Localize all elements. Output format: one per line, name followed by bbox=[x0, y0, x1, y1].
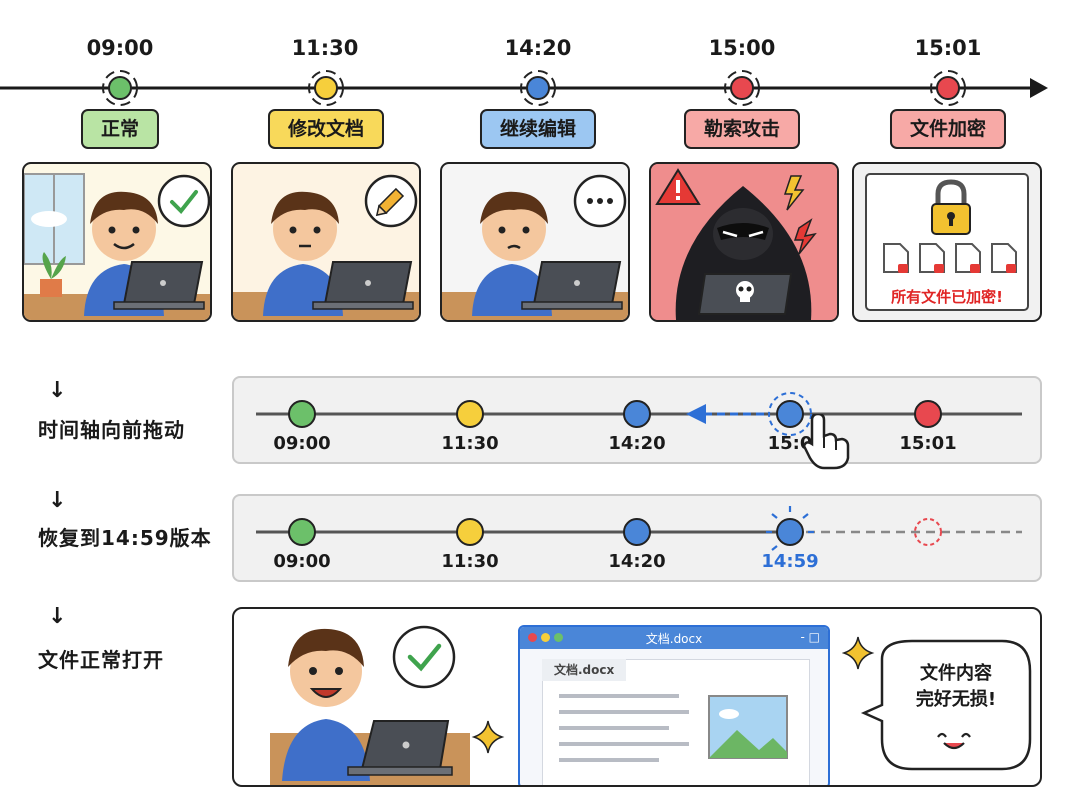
track1-node-0 bbox=[289, 401, 315, 427]
track2-time-1459: 14:59 bbox=[750, 551, 830, 572]
locked-file-icon bbox=[992, 244, 1016, 273]
window-title: 文档.docx bbox=[520, 630, 828, 647]
image-placeholder-icon bbox=[709, 696, 787, 758]
laptop-icon bbox=[313, 262, 413, 309]
sparkle-icon bbox=[844, 637, 872, 669]
tag-file-encrypted: 文件加密 bbox=[890, 109, 1006, 149]
smiley-face-icon bbox=[932, 729, 980, 753]
document-page: 文档.docx bbox=[542, 659, 810, 787]
step-arrow-3: ↓ bbox=[48, 604, 66, 629]
tag-ransomware-attack: 勒索攻击 bbox=[684, 109, 800, 149]
track1-time-0900: 09:00 bbox=[262, 433, 342, 454]
tag-edit-doc: 修改文档 bbox=[268, 109, 384, 149]
check-bubble-icon bbox=[394, 627, 454, 687]
bubble-line-2: 完好无损! bbox=[884, 687, 1028, 713]
scene-success bbox=[234, 609, 514, 785]
time-label-0900: 09:00 bbox=[60, 36, 180, 60]
step-label-open: 文件正常打开 bbox=[38, 644, 164, 673]
sparkle-icon bbox=[474, 721, 502, 753]
tag-continue-edit: 继续编辑 bbox=[480, 109, 596, 149]
timeline-node-1500 bbox=[725, 71, 759, 105]
pencil-bubble-icon bbox=[366, 176, 416, 226]
timeline-node-1130 bbox=[309, 71, 343, 105]
hand-pointer-icon bbox=[804, 414, 850, 470]
encrypted-message: 所有文件已加密! bbox=[854, 286, 1040, 307]
track1-node-4 bbox=[915, 401, 941, 427]
person-smiling bbox=[282, 629, 370, 781]
window-controls: - □ bbox=[801, 630, 820, 644]
result-panel: 文档.docx - □ 文档.docx 文件内容 bbox=[232, 607, 1042, 787]
step-arrow-2: ↓ bbox=[48, 488, 66, 513]
window-titlebar[interactable]: 文档.docx - □ bbox=[520, 627, 828, 649]
locked-file-icon bbox=[920, 244, 944, 273]
scene-ransomware bbox=[651, 164, 837, 320]
timeline-arrowhead bbox=[1030, 78, 1048, 98]
document-content bbox=[559, 694, 799, 786]
track2-time-0900: 09:00 bbox=[262, 551, 342, 572]
track1-time-1501: 15:01 bbox=[888, 433, 968, 454]
track2-node-2 bbox=[624, 519, 650, 545]
step-label-drag: 时间轴向前拖动 bbox=[38, 414, 185, 443]
time-label-1420: 14:20 bbox=[478, 36, 598, 60]
scene-editing bbox=[233, 164, 419, 320]
drag-direction-arrow bbox=[686, 404, 706, 424]
step-label-restore: 恢复到14:59版本 bbox=[38, 522, 212, 551]
scene-normal bbox=[24, 164, 210, 320]
track2-node-3 bbox=[777, 519, 803, 545]
track1-time-1130: 11:30 bbox=[430, 433, 510, 454]
check-bubble-icon bbox=[159, 176, 209, 226]
timeline-node-0900 bbox=[103, 71, 137, 105]
track1-node-1 bbox=[457, 401, 483, 427]
panel-encrypted: 所有文件已加密! bbox=[852, 162, 1042, 322]
track1-node-3[interactable] bbox=[777, 401, 803, 427]
track1-node-2 bbox=[624, 401, 650, 427]
step-arrow-1: ↓ bbox=[48, 378, 66, 403]
tag-normal: 正常 bbox=[81, 109, 159, 149]
panel-normal bbox=[22, 162, 212, 322]
time-label-1500: 15:00 bbox=[682, 36, 802, 60]
track2-time-1130: 11:30 bbox=[430, 551, 510, 572]
track-restore-box: 09:00 11:30 14:20 14:59 bbox=[232, 494, 1042, 582]
laptop-skull-icon bbox=[699, 274, 791, 314]
laptop-icon bbox=[522, 262, 622, 309]
bubble-line-1: 文件内容 bbox=[884, 661, 1028, 687]
track2-node-0 bbox=[289, 519, 315, 545]
timeline-node-1420 bbox=[521, 71, 555, 105]
document-title: 文档.docx bbox=[542, 659, 626, 681]
time-label-1501: 15:01 bbox=[888, 36, 1008, 60]
timeline-node-1501 bbox=[931, 71, 965, 105]
panel-ransomware bbox=[649, 162, 839, 322]
ellipsis-bubble-icon bbox=[575, 176, 625, 226]
document-window[interactable]: 文档.docx - □ 文档.docx bbox=[518, 625, 830, 787]
panel-continue-editing bbox=[440, 162, 630, 322]
locked-file-icon bbox=[884, 244, 908, 273]
track2-node-1 bbox=[457, 519, 483, 545]
scene-continue-editing bbox=[442, 164, 628, 320]
track-drag-box: 09:00 11:30 14:20 15:0 15:01 bbox=[232, 376, 1042, 464]
track1-time-1420: 14:20 bbox=[597, 433, 677, 454]
time-label-1130: 11:30 bbox=[265, 36, 385, 60]
panel-editing bbox=[231, 162, 421, 322]
locked-file-icon bbox=[956, 244, 980, 273]
track2-time-1420: 14:20 bbox=[597, 551, 677, 572]
